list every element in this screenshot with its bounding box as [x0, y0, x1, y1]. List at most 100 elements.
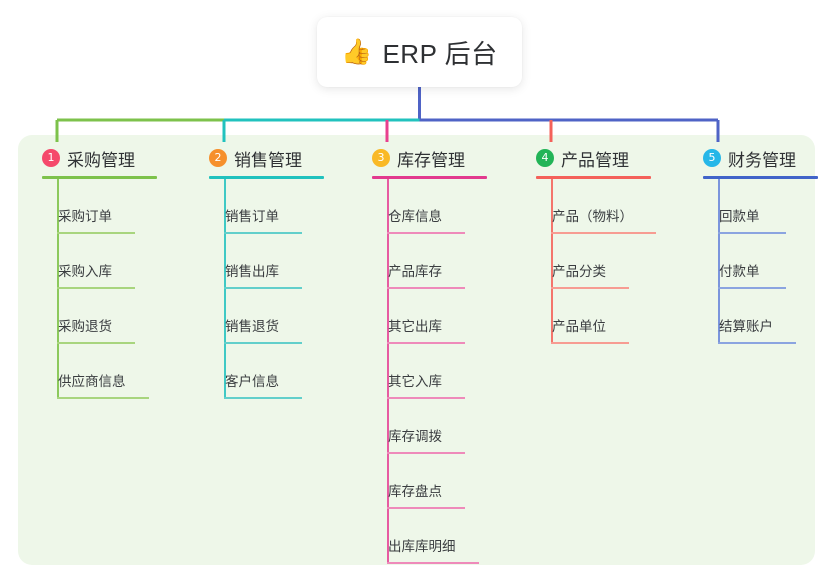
list-item[interactable]: 库存调拨 — [358, 399, 487, 454]
item-connector-stem — [57, 179, 59, 234]
list-item-rule — [387, 397, 465, 399]
list-item-rule — [224, 342, 302, 344]
column-number-badge: 5 — [703, 149, 721, 167]
list-item-rule — [224, 232, 302, 234]
column-销售管理: 2 销售管理销售订单销售出库销售退货客户信息 — [195, 145, 324, 399]
column-header-财务管理[interactable]: 5 财务管理 — [689, 145, 818, 171]
list-item-rule — [387, 507, 465, 509]
list-item-label: 仓库信息 — [388, 209, 442, 224]
item-connector-stem — [224, 344, 226, 399]
list-item[interactable]: 回款单 — [689, 179, 818, 234]
list-item-rule — [224, 397, 302, 399]
list-item-label: 回款单 — [719, 209, 760, 224]
list-item[interactable]: 其它出库 — [358, 289, 487, 344]
diagram-panel — [18, 135, 815, 565]
column-header-rule — [536, 176, 651, 179]
column-title: 采购管理 — [67, 150, 135, 170]
item-connector-stem — [387, 454, 389, 509]
list-item-rule — [387, 452, 465, 454]
list-item-label: 产品（物料） — [552, 209, 633, 224]
list-item-label: 采购退货 — [58, 319, 112, 334]
item-connector-stem — [718, 289, 720, 344]
item-connector-stem — [224, 234, 226, 289]
list-item-label: 结算账户 — [719, 319, 773, 334]
list-item-rule — [551, 232, 656, 234]
list-item-label: 其它出库 — [388, 319, 442, 334]
column-财务管理: 5 财务管理回款单付款单结算账户 — [689, 145, 818, 344]
column-items: 产品（物料） 产品分类产品单位 — [522, 179, 656, 344]
list-item[interactable]: 销售退货 — [195, 289, 324, 344]
list-item-rule — [57, 342, 135, 344]
item-connector-stem — [224, 179, 226, 234]
list-item-rule — [224, 287, 302, 289]
item-connector-stem — [387, 399, 389, 454]
column-title: 财务管理 — [728, 150, 796, 170]
column-库存管理: 3 库存管理仓库信息产品库存其它出库其它入库库存调拨库存盘点出库库明细 — [358, 145, 487, 564]
list-item[interactable]: 仓库信息 — [358, 179, 487, 234]
list-item-label: 付款单 — [719, 264, 760, 279]
item-connector-stem — [551, 179, 553, 234]
list-item-rule — [387, 287, 465, 289]
list-item[interactable]: 采购订单 — [28, 179, 157, 234]
list-item[interactable]: 客户信息 — [195, 344, 324, 399]
item-connector-stem — [551, 234, 553, 289]
list-item[interactable]: 供应商信息 — [28, 344, 157, 399]
list-item-label: 出库库明细 — [388, 539, 456, 554]
list-item-label: 库存盘点 — [388, 484, 442, 499]
column-items: 回款单付款单结算账户 — [689, 179, 818, 344]
list-item-rule — [387, 232, 465, 234]
list-item[interactable]: 产品库存 — [358, 234, 487, 289]
list-item-label: 产品库存 — [388, 264, 442, 279]
list-item[interactable]: 采购入库 — [28, 234, 157, 289]
list-item[interactable]: 销售订单 — [195, 179, 324, 234]
list-item[interactable]: 产品（物料） — [522, 179, 656, 234]
list-item[interactable]: 产品单位 — [522, 289, 651, 344]
list-item[interactable]: 库存盘点 — [358, 454, 487, 509]
column-title: 库存管理 — [397, 150, 465, 170]
list-item-rule — [718, 232, 786, 234]
item-connector-stem — [387, 179, 389, 234]
list-item-label: 采购入库 — [58, 264, 112, 279]
list-item[interactable]: 付款单 — [689, 234, 818, 289]
column-header-rule — [372, 176, 487, 179]
column-number-badge: 2 — [209, 149, 227, 167]
list-item-label: 销售订单 — [225, 209, 279, 224]
item-connector-stem — [387, 289, 389, 344]
list-item-rule — [718, 287, 786, 289]
column-header-rule — [42, 176, 157, 179]
column-number-badge: 3 — [372, 149, 390, 167]
list-item-rule — [551, 287, 629, 289]
column-items: 仓库信息产品库存其它出库其它入库库存调拨库存盘点出库库明细 — [358, 179, 487, 564]
list-item[interactable]: 结算账户 — [689, 289, 818, 344]
list-item-rule — [387, 342, 465, 344]
list-item-label: 客户信息 — [225, 374, 279, 389]
thumbs-up-icon: 👍 — [341, 37, 373, 66]
item-connector-stem — [718, 179, 720, 234]
list-item-label: 产品单位 — [552, 319, 606, 334]
list-item[interactable]: 采购退货 — [28, 289, 157, 344]
list-item-rule — [551, 342, 629, 344]
column-header-销售管理[interactable]: 2 销售管理 — [195, 145, 324, 171]
list-item-rule — [387, 562, 479, 564]
list-item-label: 销售退货 — [225, 319, 279, 334]
list-item[interactable]: 产品分类 — [522, 234, 651, 289]
root-node-erp-backend[interactable]: 👍 ERP 后台 — [317, 17, 522, 87]
column-number-badge: 4 — [536, 149, 554, 167]
item-connector-stem — [387, 509, 389, 564]
item-connector-stem — [57, 234, 59, 289]
list-item-label: 其它入库 — [388, 374, 442, 389]
root-node-label: ERP 后台 — [382, 38, 498, 69]
column-header-rule — [703, 176, 818, 179]
column-items: 销售订单销售出库销售退货客户信息 — [195, 179, 324, 399]
list-item[interactable]: 出库库明细 — [358, 509, 487, 564]
item-connector-stem — [224, 289, 226, 344]
list-item-rule — [57, 397, 149, 399]
list-item[interactable]: 其它入库 — [358, 344, 487, 399]
item-connector-stem — [718, 234, 720, 289]
list-item[interactable]: 销售出库 — [195, 234, 324, 289]
item-connector-stem — [57, 344, 59, 399]
column-title: 销售管理 — [234, 150, 302, 170]
column-header-库存管理[interactable]: 3 库存管理 — [358, 145, 487, 171]
